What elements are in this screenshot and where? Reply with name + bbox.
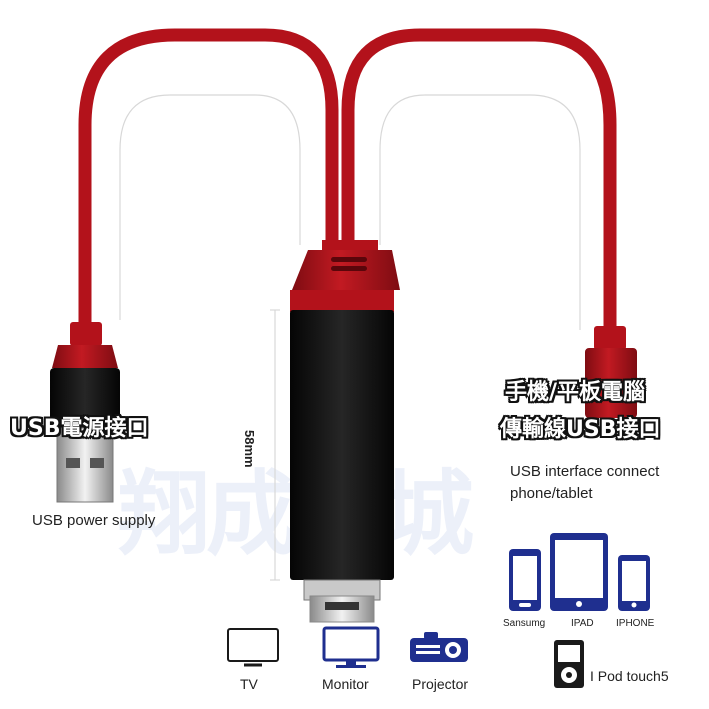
tablet-icon	[550, 533, 608, 611]
usb-power-label-en: USB power supply	[32, 512, 156, 529]
phone-label-en-line1: USB interface connect	[510, 463, 660, 480]
iphone-label: IPHONE	[616, 618, 655, 629]
samsung-label: Sansumg	[503, 618, 546, 629]
usb-power-connector	[50, 322, 120, 503]
hdmi-connector	[290, 240, 400, 623]
phone-label-cn-line2: 傳輸線USB接口	[500, 417, 661, 442]
phone-icon-iphone	[618, 555, 650, 611]
projector-icon	[410, 632, 468, 662]
monitor-label: Monitor	[322, 676, 369, 692]
tv-label: TV	[240, 676, 258, 692]
monitor-icon	[322, 626, 380, 668]
ipad-label: IPAD	[571, 618, 594, 629]
projector-label: Projector	[412, 676, 469, 692]
red-cables	[78, 28, 617, 339]
phone-label-cn-line1: 手機/平板電腦	[505, 380, 646, 405]
ipod-label: I Pod touch5	[590, 668, 669, 684]
length-dimension-label: 58mm	[242, 430, 257, 468]
phone-label-en-line2: phone/tablet	[510, 485, 593, 502]
usb-power-label-cn: USB電源接口	[10, 416, 149, 441]
usb-phone-connector	[585, 326, 637, 418]
tv-icon	[227, 628, 279, 667]
guide-lines	[119, 94, 581, 581]
phone-icon-samsung	[509, 549, 541, 611]
ipod-icon	[554, 640, 584, 688]
